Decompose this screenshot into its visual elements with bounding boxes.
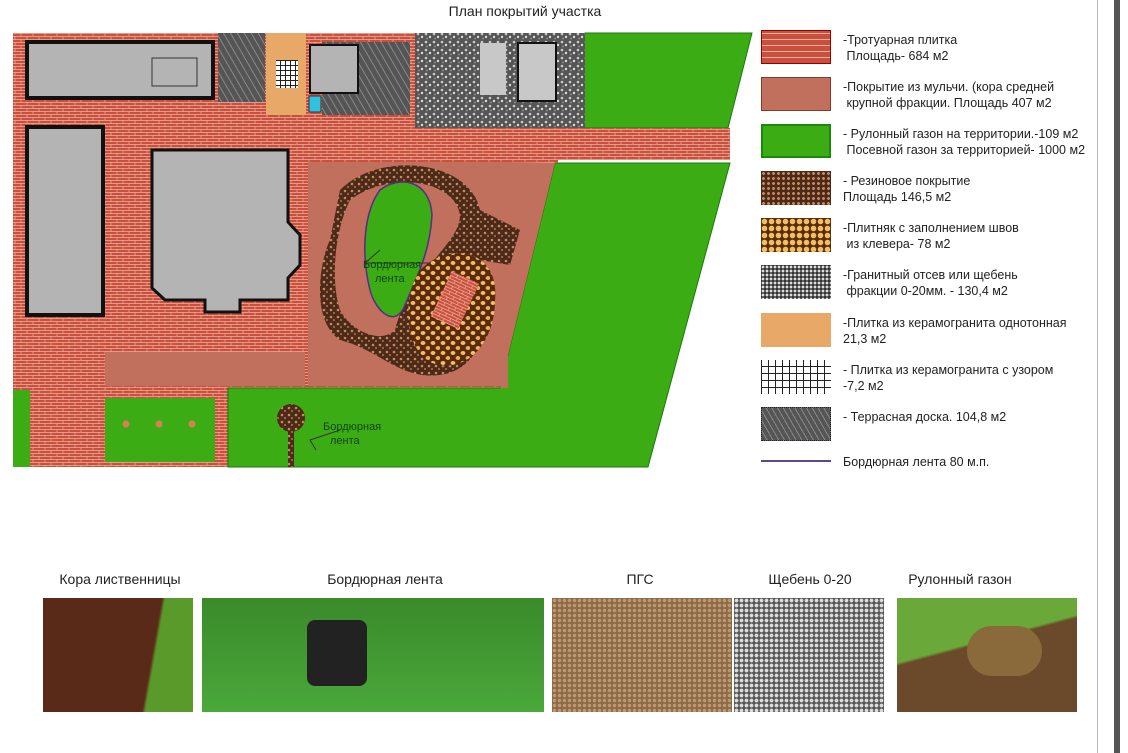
page-edge (1097, 0, 1098, 753)
mulch-bottom (105, 352, 305, 386)
legend-text: - Рулонный газон на территории.-109 м2 П… (843, 127, 1086, 157)
plan-title: План покрытий участка (448, 3, 602, 19)
playground (430, 271, 480, 329)
legend-text: -Плитка из керамогранита однотонная 21,3… (843, 316, 1067, 346)
photo-label-larch-bark: Кора лиственницы (59, 571, 181, 587)
photo-pgs (552, 598, 732, 712)
scrollbar[interactable] (1114, 0, 1120, 753)
lawn-bottom-1 (105, 398, 215, 462)
tape-roll-image (307, 620, 367, 686)
sauna (309, 44, 359, 94)
photo-label-roll-lawn: Рулонный газон (908, 571, 1012, 587)
legend-item-paving: -Тротуарная плитка Площадь- 684 м2 (761, 30, 1101, 70)
pond-lawn (364, 181, 433, 318)
paving-strip (310, 128, 730, 160)
photo-larch-bark (43, 598, 193, 712)
gazebo (480, 43, 506, 95)
photo-border-tape (202, 598, 544, 712)
legend-item-rubber: - Резиновое покрытие Площадь 146,5 м2 (761, 171, 1101, 211)
photo-label-pgs: ПГС (626, 571, 654, 587)
mulch-swatch (761, 77, 831, 111)
lawn-roll-image (967, 626, 1042, 676)
photo-gravel (734, 598, 884, 712)
building-top-inner (151, 57, 198, 87)
legend-item-tape: Бордюрная лента 80 м.п. (761, 452, 1101, 492)
legend-text: - Резиновое покрытие Площадь 146,5 м2 (843, 174, 971, 204)
building-left (25, 125, 105, 317)
legend-text: -Покрытие из мульчи. (кора средней крупн… (843, 80, 1055, 110)
pattern-swatch (761, 360, 831, 394)
porcelain-swatch (761, 313, 831, 347)
gravel-swatch (761, 265, 831, 299)
legend-item-deck: - Террасная доска. 104,8 м2 (761, 407, 1101, 447)
legend-item-gravel: -Гранитный отсев или щебень фракции 0-20… (761, 265, 1101, 305)
mulch-area-2 (500, 162, 555, 388)
tape-swatch (761, 460, 831, 462)
legend-text: -Плитняк с заполнением швов из клевера- … (843, 221, 1019, 251)
legend-item-flagstone: -Плитняк с заполнением швов из клевера- … (761, 218, 1101, 258)
pattern-tile (276, 60, 298, 88)
legend-text: - Террасная доска. 104,8 м2 (843, 410, 1007, 424)
lawn-bottom-2 (13, 390, 30, 467)
terrace-deck-1 (218, 33, 265, 102)
photo-label-gravel: Щебень 0-20 (768, 571, 852, 587)
pool (308, 95, 322, 113)
shed (517, 42, 557, 102)
building-top (25, 40, 215, 100)
round-flowerbed (277, 404, 305, 432)
photo-label-border-tape: Бордюрная лента (327, 571, 443, 587)
deck-swatch (761, 407, 831, 441)
brick-swatch (761, 30, 831, 64)
legend-item-porcelain: -Плитка из керамогранита однотонная 21,3… (761, 313, 1101, 353)
flagstone-swatch (761, 218, 831, 252)
lawn-upper (564, 32, 753, 129)
photo-roll-lawn (897, 598, 1077, 712)
rubber-swatch (761, 171, 831, 205)
house (150, 148, 302, 314)
legend-text: -Гранитный отсев или щебень фракции 0-20… (843, 268, 1018, 298)
legend-text: -Тротуарная плитка Площадь- 684 м2 (843, 33, 958, 63)
legend-item-pattern: - Плитка из керамогранита с узором -7,2 … (761, 360, 1101, 400)
legend-text: Бордюрная лента 80 м.п. (843, 455, 990, 469)
lawn-swatch (761, 124, 831, 158)
legend-item-mulch: -Покрытие из мульчи. (кора средней крупн… (761, 77, 1101, 117)
legend-text: - Плитка из керамогранита с узором -7,2 … (843, 363, 1054, 393)
legend-item-lawn: - Рулонный газон на территории.-109 м2 П… (761, 124, 1101, 164)
